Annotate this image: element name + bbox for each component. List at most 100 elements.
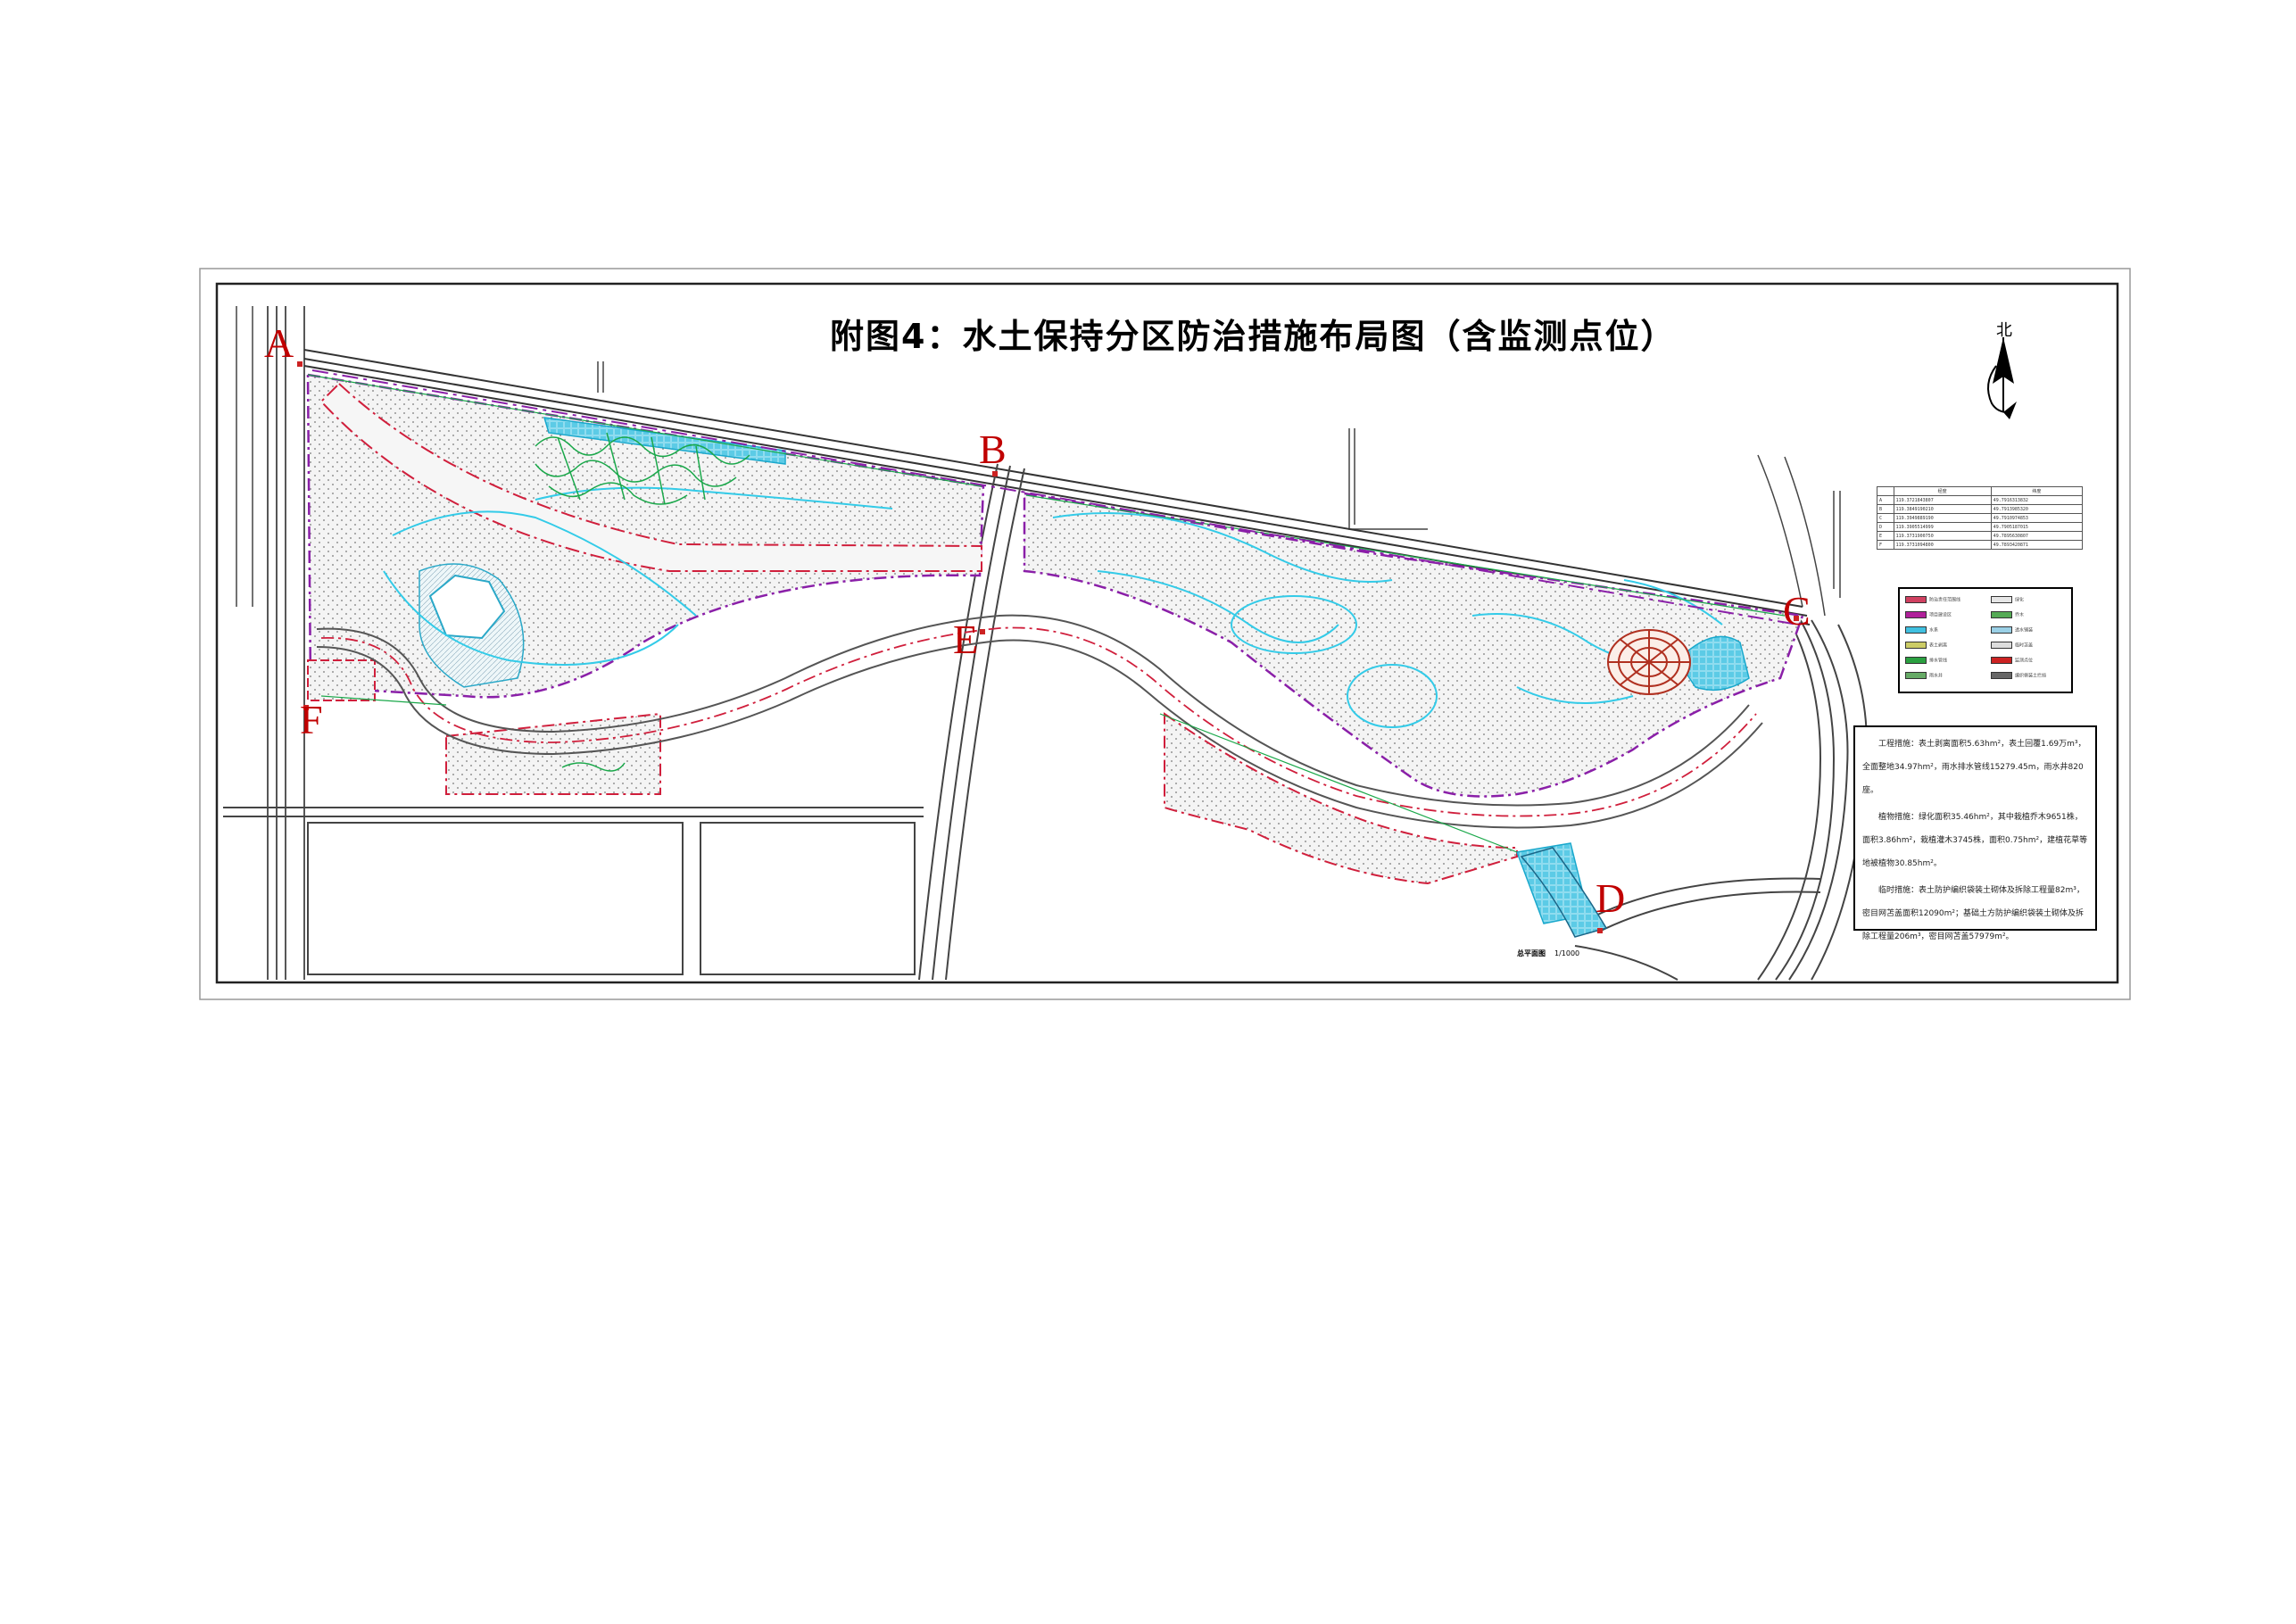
legend-swatch [1991,657,2012,664]
legend-label: 编织袋装土拦挡 [2015,673,2047,679]
road-west [267,306,305,980]
point-label-e: E [953,617,979,662]
legend-item: 乔木 [1991,611,2024,618]
legend-label: 表土剥离 [1929,642,1948,649]
legend-swatch [1905,657,1927,664]
north-arrow-icon [1987,337,2017,419]
legend-swatch [1991,642,2012,649]
scale-ratio: 1/1000 [1554,949,1580,957]
point-label-b: B [979,427,1007,472]
building-outlines [236,306,1841,617]
point-label-a: A [264,320,294,366]
legend-label: 乔木 [2015,612,2025,618]
west-avenue [319,382,982,572]
point-label-c: C [1783,588,1811,634]
legend-item: 水系 [1905,626,1938,634]
map-legend: 防治责任范围线项目建设区水系表土剥离排水管线雨水井 绿化乔木透水铺装临时苫盖监测点… [1898,587,2073,693]
coord-cell: 49.7916313832 [1990,495,2084,505]
legend-item: 雨水井 [1905,672,1943,679]
legend-item: 编织袋装土拦挡 [1991,672,2046,679]
coord-cell: 49.7905187015 [1990,522,2084,532]
notes-vegetation: 植物措施：绿化面积35.46hm²，其中栽植乔木9651株，面积3.86hm²，… [1862,813,2088,868]
coord-cell: 119.3849190210 [1893,504,1992,514]
legend-label: 排水管线 [1929,658,1948,664]
coord-cell: 49.7893420871 [1990,540,2084,550]
map-title: 附图4：水土保持分区防治措施布局图（含监测点位） [830,317,1677,356]
legend-item: 项目建设区 [1905,611,1952,618]
legend-swatch [1991,611,2012,618]
coord-cell: 49.7913985320 [1990,504,2084,514]
legend-label: 项目建设区 [1929,612,1952,618]
scale-label: 总平面图 1/1000 [1517,949,1579,958]
coord-cell: 119.3731094800 [1893,540,1992,550]
coord-cell: 49.7895630807 [1990,531,2084,541]
circular-plaza [1607,629,1691,695]
legend-swatch [1991,672,2012,679]
coord-cell: 119.3731900750 [1893,531,1992,541]
legend-swatch [1905,626,1927,634]
legend-label: 监测点位 [2015,658,2034,664]
legend-item: 表土剥离 [1905,642,1947,649]
measures-notes: 工程措施：表土剥离面积5.63hm²，表土回覆1.69万m³，全面整地34.97… [1853,725,2097,941]
legend-swatch [1991,626,2012,634]
tree-cluster [535,432,750,772]
river-channel [316,614,1763,829]
monitoring-markers [297,361,1799,933]
legend-label: 透水铺装 [2015,627,2034,634]
pond-east [1677,635,1750,692]
coord-cell: A [1877,495,1894,505]
legend-item: 绿化 [1991,596,2024,603]
zone-east-park [1023,492,1804,798]
legend-label: 绿化 [2015,597,2025,603]
notes-engineering: 工程措施：表土剥离面积5.63hm²，表土回覆1.69万m³，全面整地34.97… [1862,740,2086,795]
legend-item: 排水管线 [1905,657,1947,664]
legend-label: 水系 [1929,627,1939,634]
coord-cell: 119.3949889190 [1893,513,1992,523]
coord-cell: E [1877,531,1894,541]
coord-cell: D [1877,522,1894,532]
coordinate-table-header: 经度 纬度 [1877,486,2084,496]
coord-header-lng: 经度 [1893,486,1992,496]
drainage-lines [307,374,1786,853]
coord-header-lat: 纬度 [1990,486,2084,496]
coord-cell: 119.3905514999 [1893,522,1992,532]
legend-item: 临时苫盖 [1991,642,2033,649]
legend-label: 雨水井 [1929,673,1944,679]
legend-swatch [1905,596,1927,603]
legend-swatch [1905,672,1927,679]
legend-swatch [1905,611,1927,618]
legend-item: 防治责任范围线 [1905,596,1960,603]
north-label: 北 [1996,321,2012,340]
coord-cell: 49.7910974853 [1990,513,2084,523]
walkways [383,486,1723,728]
coord-cell: 119.3721843807 [1893,495,1992,505]
legend-swatch [1991,596,2012,603]
legend-label: 防治责任范围线 [1929,597,1961,603]
project-line-north [311,369,1799,626]
legend-swatch [1905,642,1927,649]
coord-cell: B [1877,504,1894,514]
road-middle [918,463,1025,981]
bridge-d [1520,847,1608,938]
coord-cell: C [1877,513,1894,523]
point-label-f: F [300,697,323,742]
zone-sw-small [307,659,376,701]
legend-item: 监测点位 [1991,657,2033,664]
coord-header-point [1877,486,1894,496]
pond-north [543,417,786,465]
legend-item: 透水铺装 [1991,626,2033,634]
legend-label: 临时苫盖 [2015,642,2034,649]
zone-southeast [1164,712,1518,885]
notes-temporary: 临时措施：表土防护编织袋装土砌体及拆除工程量82m³，密目网苫盖面积12090m… [1862,886,2085,941]
coord-cell: F [1877,540,1894,550]
point-label-d: D [1596,875,1626,921]
scale-bar-label: 总平面图 [1517,949,1546,957]
